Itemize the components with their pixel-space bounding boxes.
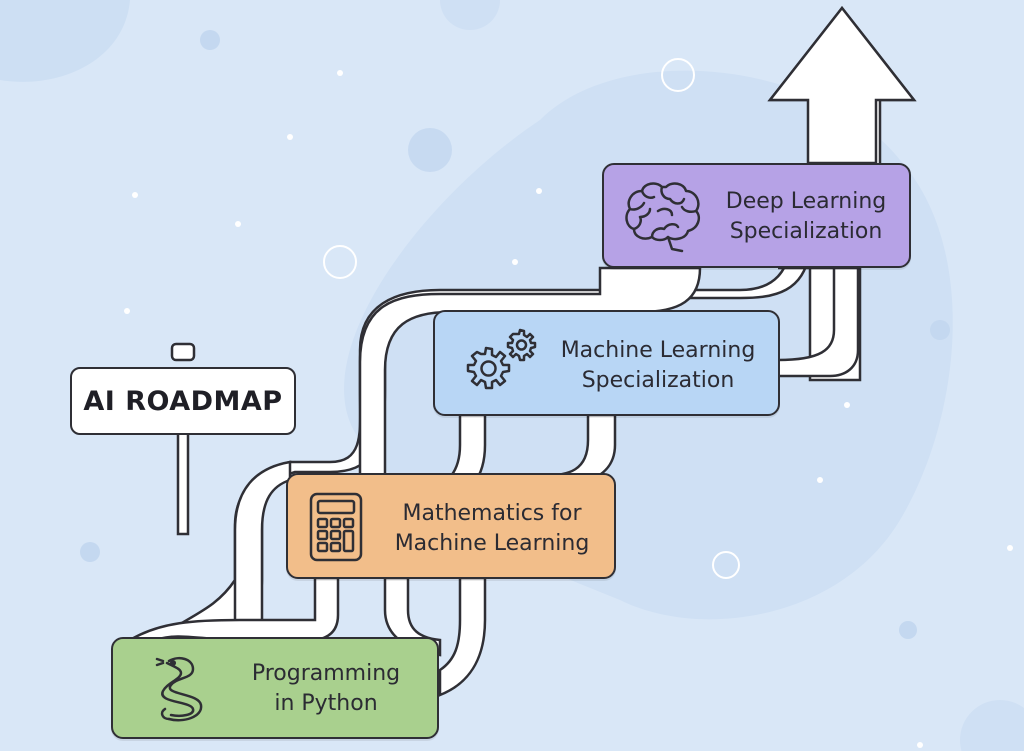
step-label-line1: Programming — [251, 661, 401, 686]
step-label-line2: Specialization — [581, 368, 735, 393]
step-card-deep-learning: Deep Learning Specialization — [602, 163, 911, 268]
step-label-line2: Machine Learning — [394, 531, 590, 556]
brain-icon — [622, 179, 706, 259]
step-label-line1: Deep Learning — [725, 189, 887, 214]
calculator-icon — [308, 491, 364, 567]
snake-icon — [149, 653, 219, 731]
step-label-line2: in Python — [274, 691, 378, 716]
step-label-line1: Machine Learning — [560, 338, 756, 363]
step-label-line2: Specialization — [729, 219, 883, 244]
gears-icon — [457, 328, 539, 406]
step-label-line1: Mathematics for — [402, 501, 582, 526]
step-card-machine-learning: Machine Learning Specialization — [433, 310, 780, 416]
step-card-mathematics: Mathematics for Machine Learning — [286, 473, 616, 579]
roadmap-sign: AI ROADMAP — [70, 367, 296, 435]
step-card-programming-python: Programming in Python — [111, 637, 439, 739]
